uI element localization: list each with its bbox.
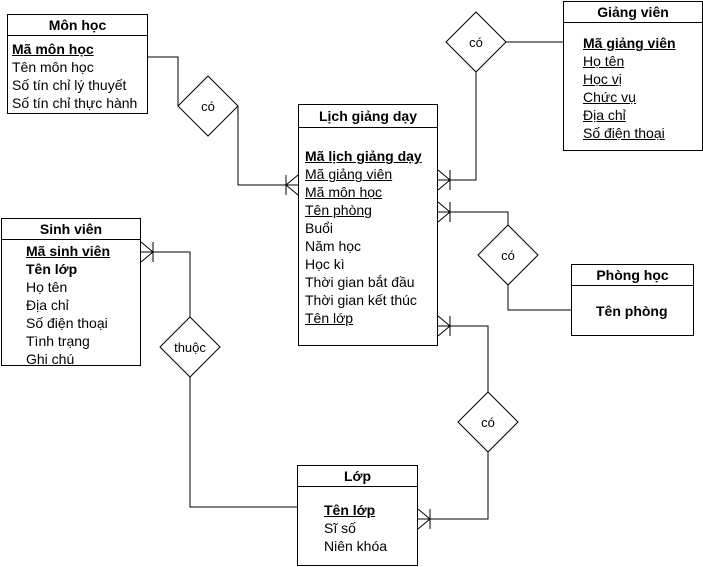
crowfoot-lich-monhoc bbox=[285, 174, 299, 196]
entity-title: Phòng học bbox=[572, 265, 693, 286]
attr: Tình trạng bbox=[26, 333, 90, 349]
relationship-lop-lich: có bbox=[457, 391, 519, 453]
attr: Chức vụ bbox=[583, 89, 636, 105]
entity-title: Giảng viên bbox=[564, 2, 702, 23]
svg-text:có: có bbox=[501, 248, 515, 263]
attr-primary-key: Mã giảng viên bbox=[583, 35, 676, 51]
entity-mon-hoc: Môn học Mã môn học Tên môn học Số tín ch… bbox=[7, 14, 148, 114]
svg-text:có: có bbox=[469, 35, 483, 50]
entity-title: Lớp bbox=[298, 466, 417, 487]
relationship-giangvien-lich: có bbox=[445, 11, 507, 73]
entity-title: Môn học bbox=[8, 15, 147, 36]
crowfoot-sinhvien-lop bbox=[140, 241, 154, 263]
attr-primary-key: Tên phòng bbox=[596, 303, 668, 319]
attr: Thời gian bắt đầu bbox=[305, 274, 415, 290]
crowfoot-lich-lop bbox=[437, 315, 451, 337]
attr-foreign-key: Tên phòng bbox=[305, 202, 372, 218]
attr: Số tín chỉ lý thuyết bbox=[12, 77, 127, 93]
attr: Học vị bbox=[583, 71, 622, 87]
relationship-phong-lich: có bbox=[477, 224, 539, 286]
attr-foreign-key: Tên lớp bbox=[26, 261, 78, 277]
relationship-sinhvien-lop: thuộc bbox=[159, 316, 221, 378]
attr: Địa chỉ bbox=[583, 107, 626, 123]
attr: Thời gian kết thúc bbox=[305, 292, 417, 308]
attr: Sĩ số bbox=[324, 520, 356, 536]
attr: Số tín chỉ thực hành bbox=[12, 95, 138, 111]
attr: Học kì bbox=[305, 256, 345, 272]
attr: Số điện thoại bbox=[26, 315, 108, 331]
attr-primary-key: Tên lớp bbox=[324, 502, 376, 518]
entity-title: Sinh viên bbox=[2, 219, 140, 240]
attr: Họ tên bbox=[26, 279, 68, 295]
entity-lich-giang-day: Lịch giảng dạy Mã lịch giảng dạy Mã giản… bbox=[298, 104, 438, 346]
attr-primary-key: Mã môn học bbox=[12, 41, 94, 57]
attr: Niên khóa bbox=[324, 538, 388, 554]
attr: Số điện thoại bbox=[583, 125, 665, 141]
attr: Ghi chú bbox=[26, 351, 75, 367]
attr-primary-key: Mã lịch giảng dạy bbox=[305, 148, 422, 164]
crowfoot-lop-lich bbox=[417, 508, 431, 530]
attr-primary-key: Mã sinh viên bbox=[26, 243, 111, 259]
crowfoot-lich-giangvien bbox=[437, 169, 451, 191]
connector-giangvien-lich bbox=[438, 41, 563, 181]
attr: Địa chỉ bbox=[26, 297, 69, 313]
entity-giang-vien: Giảng viên Mã giảng viên Họ tên Học vị C… bbox=[563, 1, 703, 151]
attr: Năm học bbox=[305, 238, 362, 254]
entity-title: Lịch giảng dạy bbox=[299, 105, 437, 128]
connector-sinhvien-lop bbox=[141, 251, 297, 508]
attr-foreign-key: Mã môn học bbox=[305, 184, 383, 200]
svg-text:có: có bbox=[201, 99, 215, 114]
attr: Buổi bbox=[305, 220, 334, 236]
relationship-monhoc-lich: có bbox=[177, 75, 239, 137]
crowfoot-lich-phong bbox=[437, 201, 451, 223]
entity-lop: Lớp Tên lớp Sĩ số Niên khóa bbox=[297, 465, 418, 566]
entity-sinh-vien: Sinh viên Mã sinh viên Tên lớp Họ tên Đị… bbox=[1, 218, 141, 367]
attr: Họ tên bbox=[583, 53, 625, 69]
attr-foreign-key: Tên lớp bbox=[305, 310, 354, 326]
entity-phong-hoc: Phòng học Tên phòng bbox=[571, 264, 694, 336]
attr: Tên môn học bbox=[12, 59, 94, 75]
attr-foreign-key: Mã giảng viên bbox=[305, 166, 393, 182]
svg-text:thuộc: thuộc bbox=[174, 340, 206, 355]
svg-text:có: có bbox=[481, 415, 495, 430]
